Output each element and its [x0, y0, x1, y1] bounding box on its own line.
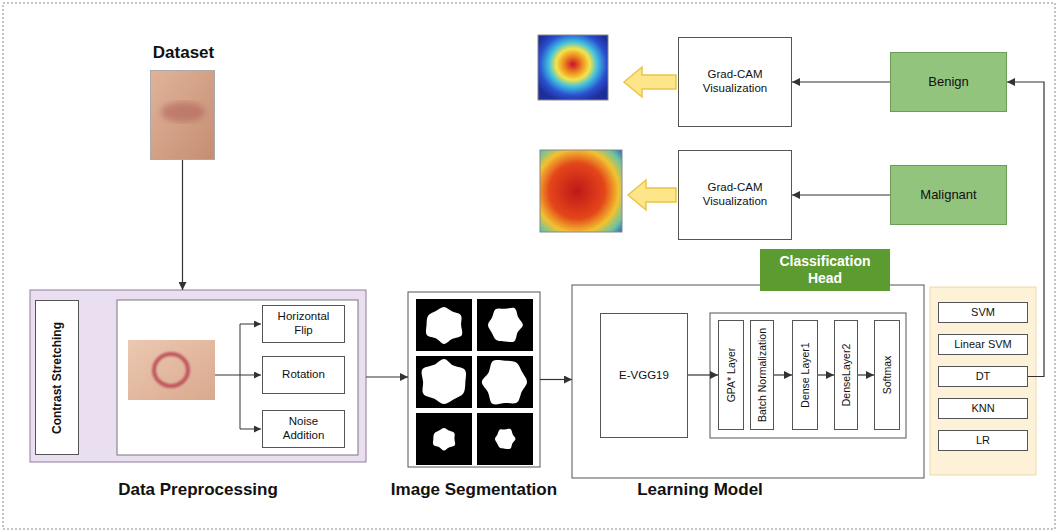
heatmap: [540, 150, 622, 232]
stage-label: Data Preprocessing: [30, 480, 366, 500]
stage-label: Dataset: [111, 43, 256, 63]
stage-panel: Data PreprocessingContrast StretchingHor…: [30, 290, 366, 462]
lesion-ring: [154, 354, 188, 386]
mask-ground: [416, 299, 472, 351]
skin-photo: [128, 340, 215, 400]
layer-box: Batch Normalization: [750, 320, 774, 430]
classifier-box: LR: [938, 430, 1028, 451]
figure-border: [3, 3, 1055, 529]
augmentation-frame: [117, 300, 358, 455]
layer-box: GPA* Layer: [718, 320, 744, 430]
layer-box: Softmax: [874, 320, 900, 430]
process-box: Grad-CAM Visualization: [678, 150, 792, 240]
flow-arrow: [858, 374, 874, 375]
segmentation-panel: [408, 292, 540, 467]
box-label: Rotation: [282, 368, 325, 382]
box-label: Grad-CAM Visualization: [683, 181, 787, 209]
flow-arrow: [792, 81, 890, 82]
lesion-spot: [161, 102, 205, 122]
box-label: GPA* Layer: [725, 348, 738, 403]
classifier-box: KNN: [938, 398, 1028, 419]
box-label: KNN: [971, 402, 994, 415]
branch-arrow: [240, 324, 261, 325]
flow-arrow: [366, 376, 408, 377]
box-label: Classification Head: [764, 253, 886, 287]
box-label: Horizontal Flip: [267, 310, 340, 338]
process-box: Noise Addition: [262, 410, 345, 448]
flow-arrow: [540, 379, 572, 380]
box-label: DT: [976, 370, 991, 383]
mask-blob: [433, 428, 455, 451]
mask-tile: [477, 299, 533, 351]
class-box: Malignant: [890, 165, 1007, 225]
process-box: Horizontal Flip: [262, 305, 345, 343]
flow-arrow: [182, 160, 183, 290]
mask-blob: [426, 307, 462, 344]
mask-tile: [416, 299, 472, 351]
layer-box: Dense Layer1: [792, 320, 818, 430]
process-box: Rotation: [262, 356, 345, 394]
box-label: E-VGG19: [619, 369, 669, 383]
mask-blob: [495, 429, 516, 449]
mask-tile: [416, 413, 472, 465]
process-box: Contrast Stretching: [35, 300, 79, 455]
classifier-panel: [930, 287, 1036, 475]
mask-ground: [477, 413, 533, 465]
box-label: SVM: [971, 306, 995, 319]
class-box: Benign: [890, 52, 1007, 112]
box-label: Softmax: [881, 356, 894, 395]
flow-arrow: [1007, 82, 1044, 377]
branch-line: [215, 324, 240, 429]
mask-tile: [477, 413, 533, 465]
model-panel: [572, 285, 924, 478]
head-frame: [710, 313, 906, 438]
block-arrow: [624, 67, 676, 97]
block-arrow: [628, 180, 676, 210]
box-label: Benign: [928, 74, 968, 90]
box-label: Contrast Stretching: [50, 321, 64, 433]
mask-ground: [477, 299, 533, 351]
mask-ground: [416, 356, 472, 408]
skin-photo: [150, 70, 215, 160]
mask-ground: [416, 413, 472, 465]
flow-arrow: [774, 374, 792, 375]
heatmap: [538, 35, 608, 100]
stage-label: Learning Model: [600, 480, 800, 500]
mask-tile: [416, 356, 472, 408]
box-label: DenseLayer2: [840, 344, 853, 406]
backbone-box: E-VGG19: [600, 313, 688, 438]
process-box: Grad-CAM Visualization: [678, 37, 792, 127]
flow-arrow: [818, 374, 834, 375]
stage-label: Image Segmentation: [368, 480, 580, 500]
preprocessing-panel: [30, 290, 366, 462]
stage-panel: Image Segmentation: [408, 292, 540, 467]
branch-arrow: [240, 375, 261, 376]
dataset-photo: Dataset: [150, 70, 215, 160]
section-tag: Classification Head: [760, 249, 890, 291]
box-label: LR: [976, 434, 990, 447]
box-label: Linear SVM: [954, 338, 1011, 351]
mask-tile: [477, 356, 533, 408]
branch-arrow: [240, 429, 261, 430]
classifier-box: DT: [938, 366, 1028, 387]
box-label: Dense Layer1: [799, 342, 812, 407]
mask-blob: [488, 308, 523, 342]
classifier-box: SVM: [938, 302, 1028, 323]
box-label: Noise Addition: [267, 415, 340, 443]
mask-blob: [482, 360, 527, 404]
layer-box: DenseLayer2: [834, 320, 858, 430]
stage-panel: Learning ModelE-VGG19GPA* LayerBatch Nor…: [572, 285, 924, 478]
box-label: Batch Normalization: [756, 328, 769, 422]
flow-arrow: [688, 374, 718, 375]
box-label: Malignant: [920, 187, 976, 203]
flow-arrow: [792, 194, 890, 195]
mask-ground: [477, 356, 533, 408]
classifier-box: Linear SVM: [938, 334, 1028, 355]
box-label: Grad-CAM Visualization: [683, 68, 787, 96]
mask-blob: [422, 359, 466, 404]
